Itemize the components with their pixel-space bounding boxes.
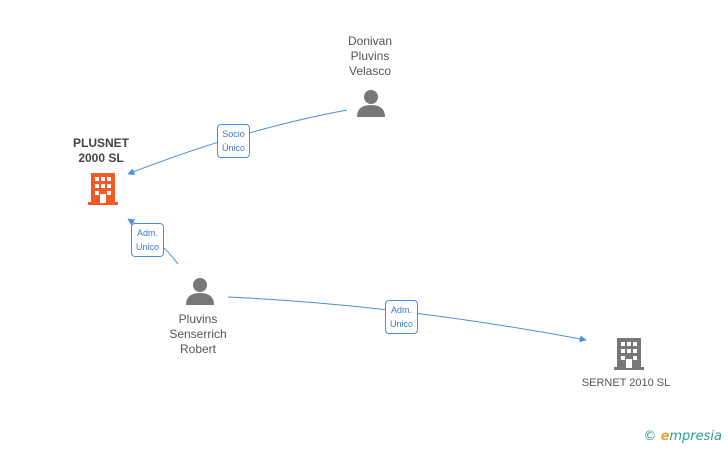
brand-e: e — [660, 429, 670, 444]
person-icon — [186, 278, 214, 305]
edge-label-line: Socio — [222, 129, 245, 139]
edge-label-adm-plusnet[interactable]: Adm. Unico — [131, 223, 165, 257]
edge-label-line: Adm. — [137, 228, 159, 238]
edge-label-line: Único — [222, 143, 246, 153]
person-name-line: Senserrich — [169, 327, 227, 341]
person-label-donivan[interactable]: Donivan Pluvins Velasco — [330, 34, 410, 79]
company-name-line: SERNET 2010 SL — [581, 377, 671, 389]
edge-label-adm-sernet[interactable]: Adm. Unico — [385, 300, 419, 334]
person-label-pluvins[interactable]: Pluvins Senserrich Robert — [158, 312, 238, 357]
edge-label-line: Unico — [390, 319, 414, 329]
company-label-sernet[interactable]: SERNET 2010 SL — [576, 376, 676, 391]
copyright-icon: © — [643, 429, 657, 444]
person-name-line: Pluvins — [350, 49, 390, 63]
edge-label-socio-unico[interactable]: Socio Único — [217, 124, 251, 158]
company-name-line: PLUSNET — [72, 136, 129, 150]
company-label-plusnet[interactable]: PLUSNET 2000 SL — [62, 136, 140, 166]
person-name-line: Donivan — [347, 34, 393, 48]
building-icon — [614, 338, 644, 370]
person-icon — [357, 90, 385, 117]
person-name-line: Velasco — [348, 64, 392, 78]
person-name-line: Robert — [179, 342, 217, 356]
edge-label-line: Adm. — [391, 305, 413, 315]
brand-name: mpresia — [669, 429, 722, 444]
building-icon — [88, 173, 118, 205]
brand-logo[interactable]: © empresia — [643, 429, 722, 444]
person-name-line: Pluvins — [178, 312, 218, 326]
company-name-line: 2000 SL — [78, 151, 124, 165]
edge-label-line: Unico — [136, 242, 160, 252]
